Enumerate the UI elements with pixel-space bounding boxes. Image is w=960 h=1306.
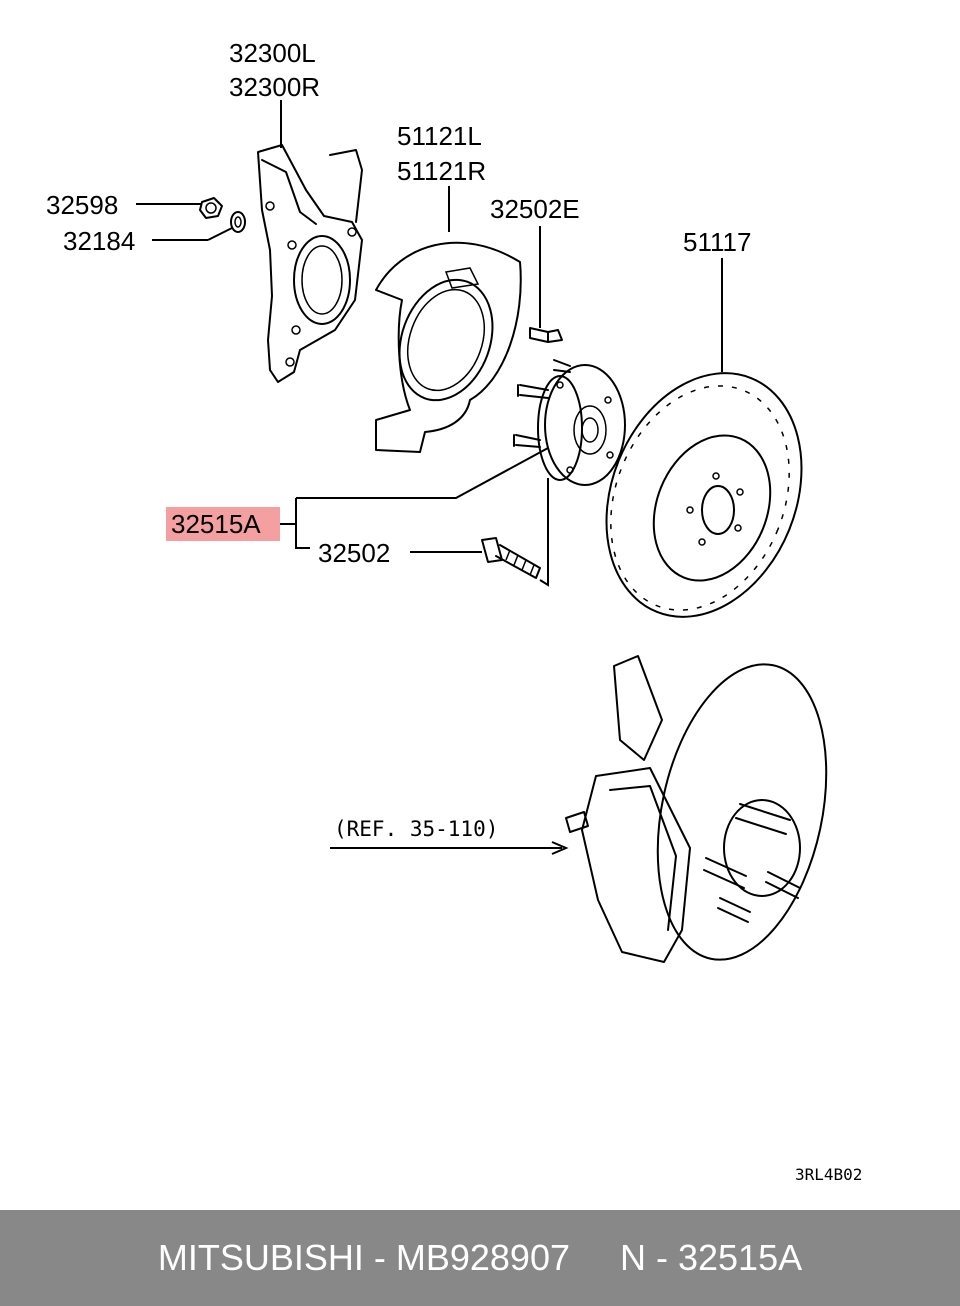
parts-diagram: 32300L 32300R 32598 32184 51121L 51121R … — [46, 38, 862, 1184]
nut-drawing — [199, 197, 223, 219]
label-brake-disc: 51117 — [683, 227, 751, 257]
label-nut: 32598 — [46, 190, 118, 220]
brake-disc-drawing — [605, 372, 803, 618]
hub-assembly-drawing — [513, 359, 626, 486]
label-knuckle-left: 32300L — [229, 38, 316, 68]
steering-knuckle-drawing — [257, 144, 363, 383]
label-hub-assembly: 32515A — [171, 509, 261, 539]
label-hub-screw: 32502E — [490, 194, 580, 224]
label-washer: 32184 — [63, 226, 135, 256]
brake-assembly-drawing — [565, 655, 828, 963]
diagram-code: 3RL4B02 — [795, 1165, 862, 1184]
label-knuckle-right: 32300R — [229, 72, 320, 102]
hub-screw-drawing — [529, 327, 563, 343]
footer-part-text: MITSUBISHI - MB928907 N - 32515A — [157, 1237, 803, 1278]
hub-bolt-drawing — [481, 537, 541, 579]
footer-banner: MITSUBISHI - MB928907 N - 32515A — [0, 1210, 960, 1306]
washer-drawing — [230, 211, 246, 233]
label-dust-cover-right: 51121R — [397, 156, 486, 186]
label-reference: (REF. 35-110) — [334, 817, 498, 841]
label-hub-bolt: 32502 — [318, 538, 390, 568]
label-dust-cover-left: 51121L — [397, 121, 482, 151]
dust-cover-drawing — [375, 241, 522, 453]
highlight-box — [166, 507, 280, 541]
leader-lines — [136, 100, 723, 855]
